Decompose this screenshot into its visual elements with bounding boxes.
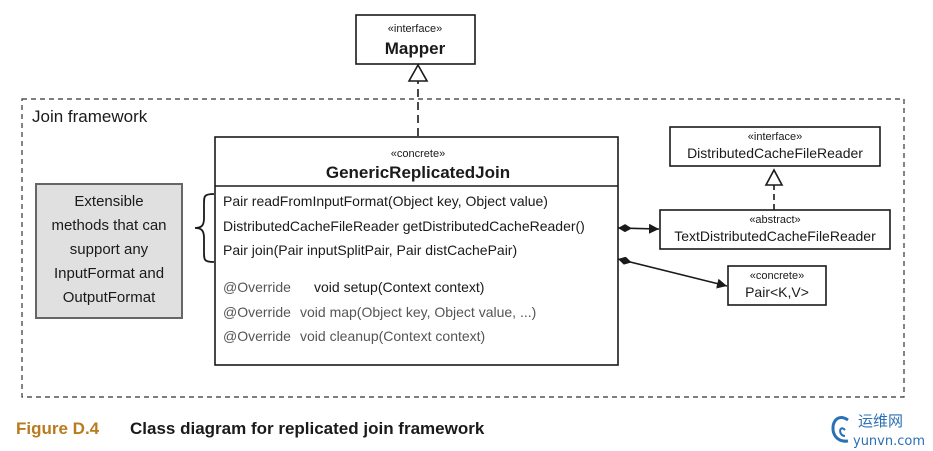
method-join: Pair join(Pair inputSplitPair, Pair dist… — [223, 242, 517, 258]
watermark-logo-icon — [831, 416, 849, 443]
pair-name: Pair<K,V> — [745, 284, 809, 300]
mapper-name: Mapper — [385, 39, 446, 58]
note-line-5: OutputFormat — [63, 289, 156, 306]
dcfr-abstract-stereotype: «abstract» — [749, 214, 800, 226]
mapper-interface-box: «interface» Mapper — [355, 14, 476, 65]
composition-to-pair — [617, 256, 728, 289]
override-signature-setup: void setup(Context context) — [314, 279, 484, 295]
dcfr-interface-stereotype: «interface» — [748, 131, 802, 143]
watermark-url: yunvn.com — [853, 434, 925, 449]
generic-join-name: GenericReplicatedJoin — [326, 163, 510, 182]
extensible-methods-note: Extensible methods that can support any … — [35, 183, 183, 319]
method-read-from-input-format: Pair readFromInputFormat(Object key, Obj… — [223, 193, 548, 209]
frame-label: Join framework — [32, 107, 148, 126]
generic-replicated-join-box: «concrete» GenericReplicatedJoin Pair re… — [214, 136, 619, 366]
figure-number: Figure D.4 — [16, 419, 100, 438]
dcfr-interface-name: DistributedCacheFileReader — [687, 145, 863, 161]
note-line-2: methods that can — [51, 217, 166, 234]
realization-to-mapper — [407, 63, 429, 136]
override-annotation-cleanup: @Override — [223, 328, 291, 344]
text-distributed-cache-file-reader-box: «abstract» TextDistributedCacheFileReade… — [659, 209, 891, 250]
distributed-cache-file-reader-interface-box: «interface» DistributedCacheFileReader — [669, 126, 881, 167]
method-group-brace — [194, 193, 215, 263]
watermark: 运维网 yunvn.com — [831, 412, 925, 449]
note-line-3: support any — [70, 241, 149, 258]
dcfr-abstract-name: TextDistributedCacheFileReader — [674, 228, 876, 244]
generic-join-stereotype: «concrete» — [391, 148, 445, 160]
realization-to-dcfr — [764, 168, 784, 210]
pair-class-box: «concrete» Pair<K,V> — [727, 265, 827, 306]
mapper-stereotype: «interface» — [388, 23, 442, 35]
override-signature-cleanup: void cleanup(Context context) — [300, 328, 485, 344]
note-line-4: InputFormat and — [54, 265, 164, 282]
composition-to-text-reader — [617, 223, 660, 234]
join-framework-frame — [21, 98, 905, 398]
figure-caption: Class diagram for replicated join framew… — [130, 419, 485, 438]
override-annotation-setup: @Override — [223, 279, 291, 295]
note-line-1: Extensible — [74, 193, 143, 210]
watermark-cn: 运维网 — [858, 412, 903, 430]
override-annotation-map: @Override — [223, 304, 291, 320]
pair-stereotype: «concrete» — [750, 270, 804, 282]
override-signature-map: void map(Object key, Object value, ...) — [300, 304, 536, 320]
method-get-distributed-cache-reader: DistributedCacheFileReader getDistribute… — [223, 218, 585, 234]
